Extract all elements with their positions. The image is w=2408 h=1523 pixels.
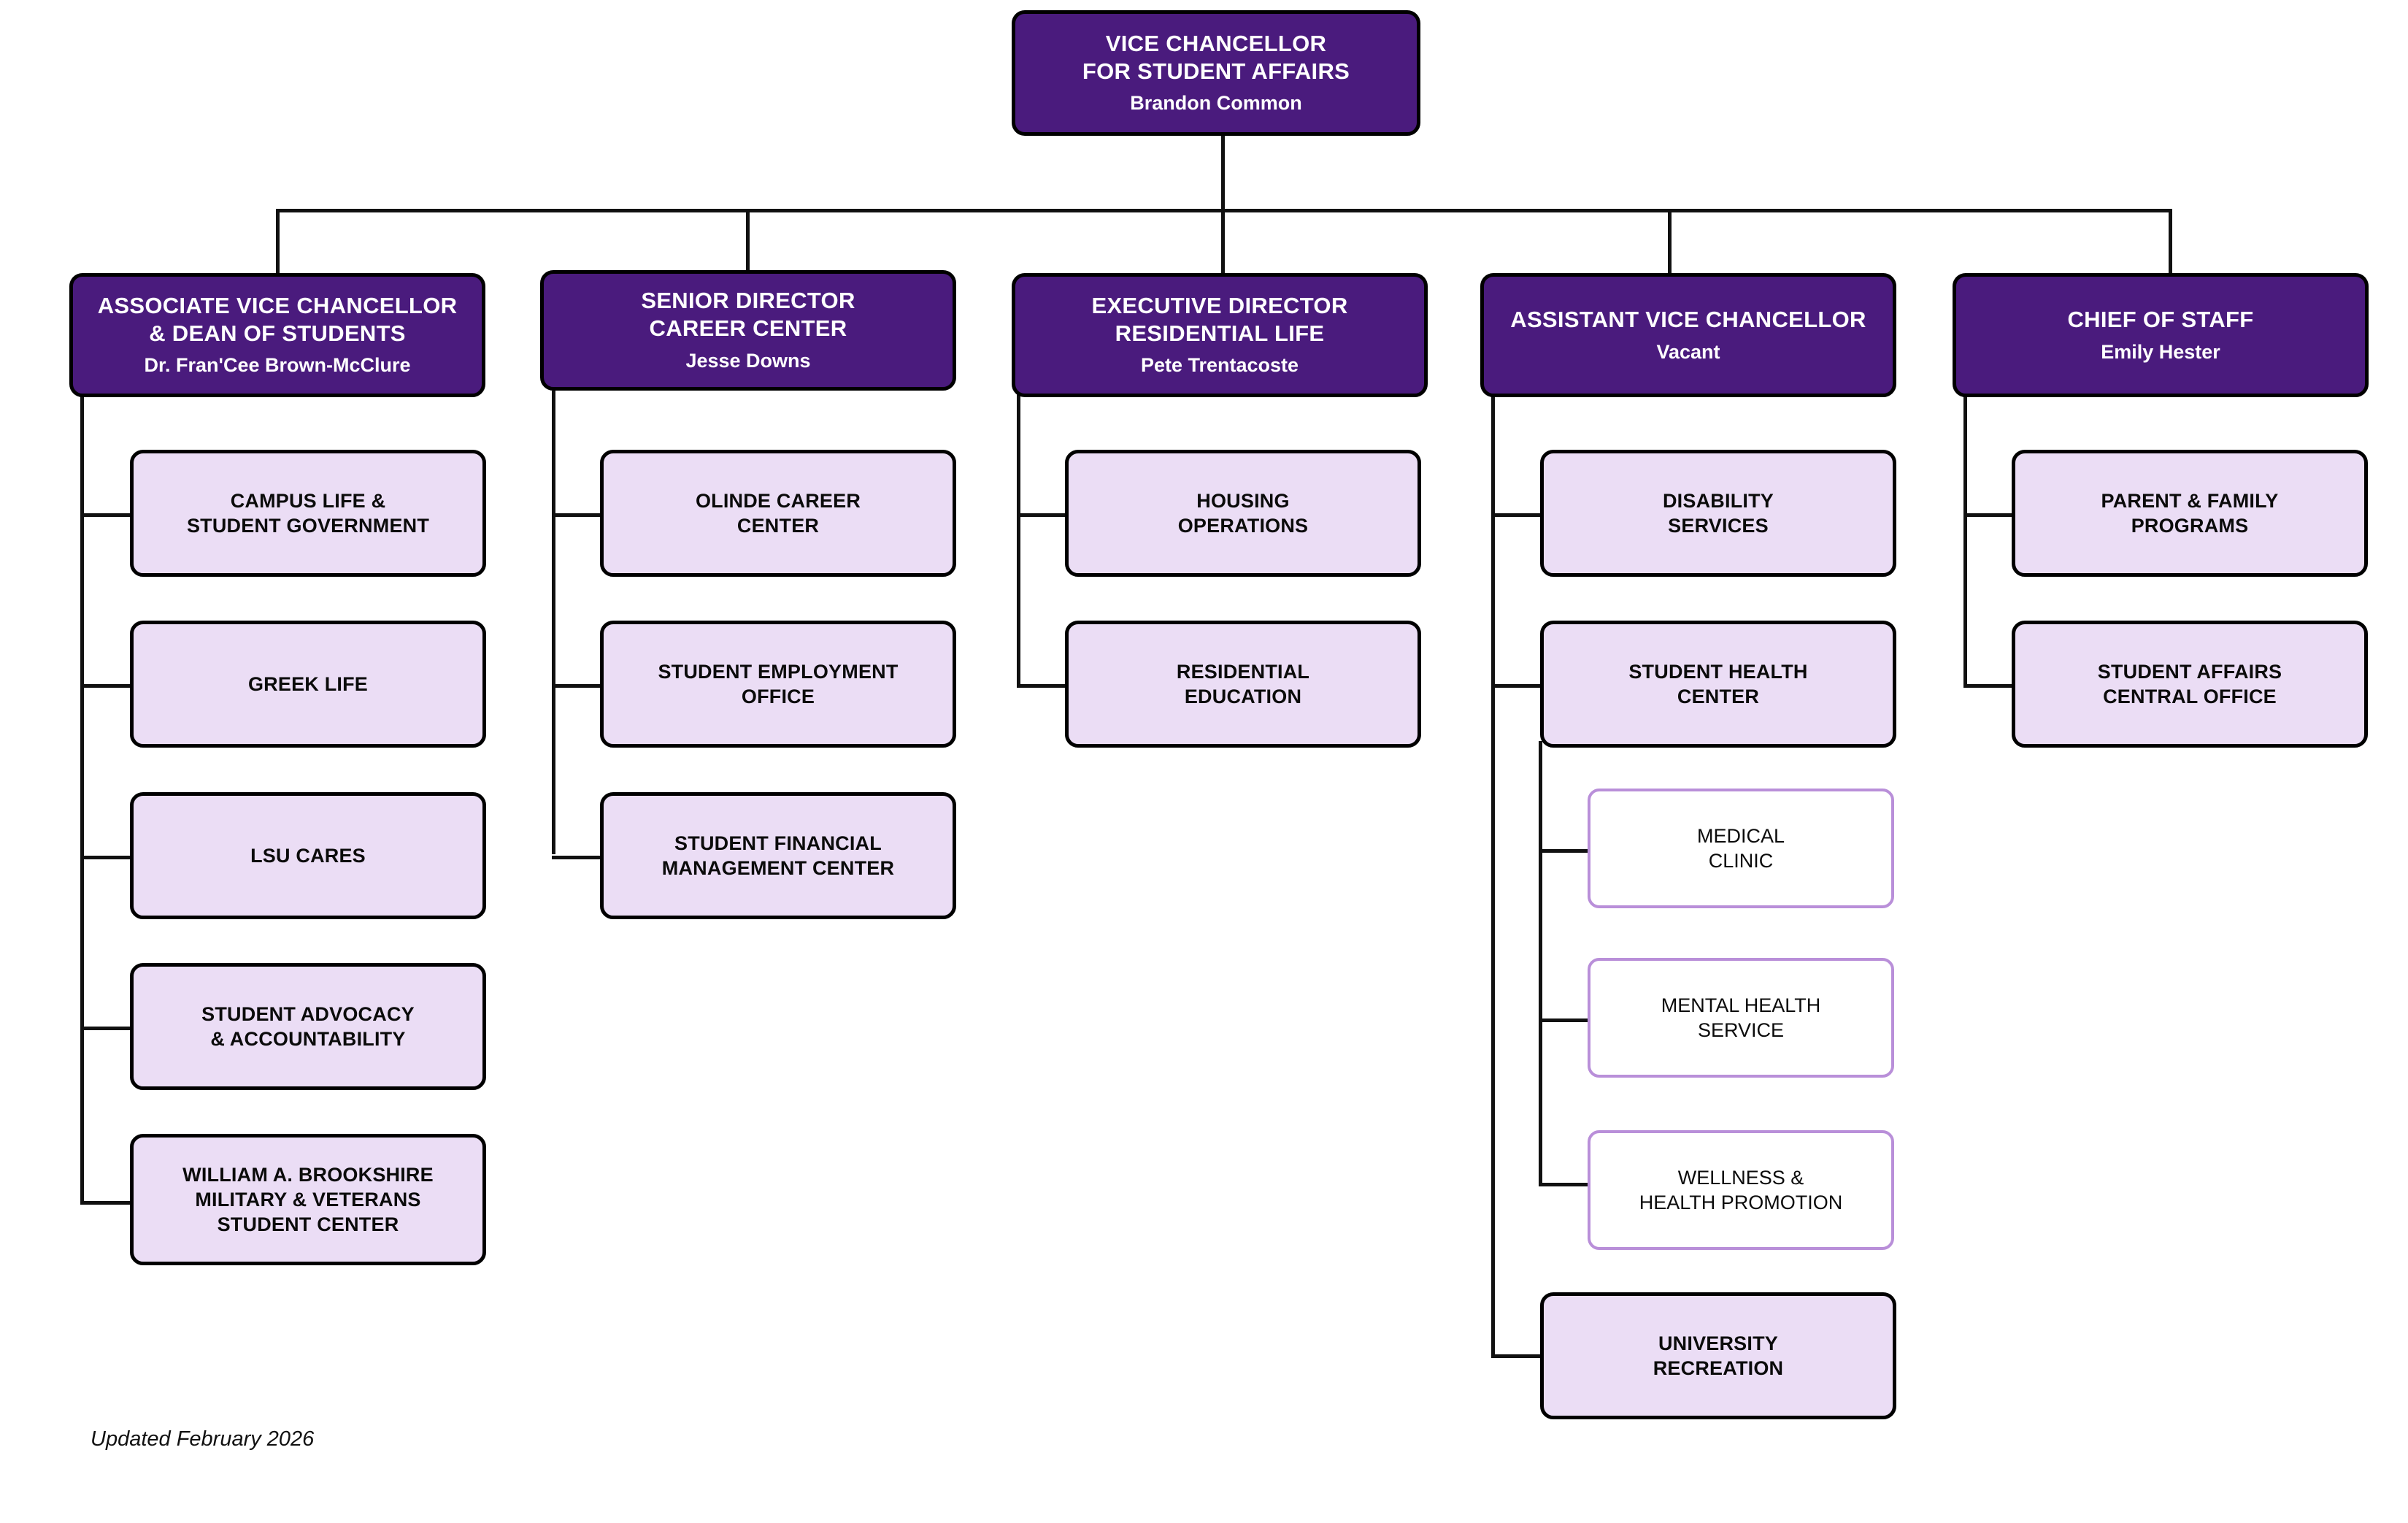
connector-root-stem (1221, 133, 1225, 212)
node-person: Dr. Fran'Cee Brown-McClure (144, 354, 411, 377)
node-title: MEDICAL CLINIC (1696, 824, 1785, 872)
node-campus-life-student-government[interactable]: CAMPUS LIFE & STUDENT GOVERNMENT (130, 450, 486, 577)
node-title: LSU CARES (250, 844, 366, 867)
connector-branch-mental-health-service (1539, 1018, 1590, 1022)
node-william-a-brookshire-military-veterans-student-center[interactable]: WILLIAM A. BROOKSHIRE MILITARY & VETERAN… (130, 1134, 486, 1265)
connector-branch-lsu-cares (80, 856, 131, 859)
connector-branch-housing-operations (1017, 513, 1068, 517)
node-assistant-vice-chancellor[interactable]: ASSISTANT VICE CHANCELLOR Vacant (1480, 273, 1896, 397)
connector-branch-residential-education (1017, 684, 1068, 688)
node-student-employment-office[interactable]: STUDENT EMPLOYMENT OFFICE (600, 621, 956, 748)
connector-branch-greek-life (80, 684, 131, 688)
connector-branch-olinde (552, 513, 603, 517)
connector-drop-assistant-vc (1668, 209, 1672, 273)
connector-branch-student-affairs-central-office (1963, 684, 2015, 688)
node-title: UNIVERSITY RECREATION (1653, 1332, 1784, 1379)
connector-branch-disability-services (1491, 513, 1542, 517)
connector-branch-student-health-center (1491, 684, 1542, 688)
node-student-health-center[interactable]: STUDENT HEALTH CENTER (1540, 621, 1896, 748)
connector-drop-career-center (746, 209, 750, 273)
node-residential-education[interactable]: RESIDENTIAL EDUCATION (1065, 621, 1421, 748)
connector-spine-chief-of-staff (1963, 394, 1967, 686)
connector-branch-wellness-health-promotion (1539, 1183, 1590, 1186)
node-title: OLINDE CAREER CENTER (695, 489, 861, 537)
node-title: DISABILITY SERVICES (1662, 489, 1774, 537)
node-title: STUDENT AFFAIRS CENTRAL OFFICE (2097, 660, 2282, 707)
node-title: EXECUTIVE DIRECTOR RESIDENTIAL LIFE (1091, 292, 1348, 346)
node-vice-chancellor-student-affairs[interactable]: VICE CHANCELLOR FOR STUDENT AFFAIRS Bran… (1012, 10, 1420, 136)
node-title: STUDENT EMPLOYMENT OFFICE (658, 660, 899, 707)
connector-spine-avc-dean (80, 394, 84, 1205)
node-title: VICE CHANCELLOR FOR STUDENT AFFAIRS (1082, 30, 1350, 84)
node-student-advocacy-accountability[interactable]: STUDENT ADVOCACY & ACCOUNTABILITY (130, 963, 486, 1090)
connector-spine-assistant-vc (1491, 394, 1495, 1358)
node-housing-operations[interactable]: HOUSING OPERATIONS (1065, 450, 1421, 577)
node-title: WILLIAM A. BROOKSHIRE MILITARY & VETERAN… (182, 1163, 434, 1235)
node-parent-family-programs[interactable]: PARENT & FAMILY PROGRAMS (2012, 450, 2368, 577)
connector-branch-student-advocacy (80, 1027, 131, 1030)
node-title: ASSISTANT VICE CHANCELLOR (1510, 306, 1866, 332)
node-title: HOUSING OPERATIONS (1177, 489, 1309, 537)
node-title: WELLNESS & HEALTH PROMOTION (1639, 1166, 1843, 1213)
connector-spine-career-center (552, 391, 555, 854)
node-title: PARENT & FAMILY PROGRAMS (2101, 489, 2279, 537)
node-title: CHIEF OF STAFF (2067, 306, 2254, 332)
connector-drop-chief-of-staff (2169, 209, 2172, 273)
node-chief-of-staff[interactable]: CHIEF OF STAFF Emily Hester (1953, 273, 2369, 397)
node-title: MENTAL HEALTH SERVICE (1661, 994, 1821, 1041)
node-person: Jesse Downs (685, 349, 811, 372)
node-title: STUDENT HEALTH CENTER (1628, 660, 1808, 707)
node-person: Pete Trentacoste (1140, 354, 1299, 377)
connector-branch-student-financial (552, 856, 603, 859)
connector-branch-campus-life (80, 513, 131, 517)
node-wellness-health-promotion[interactable]: WELLNESS & HEALTH PROMOTION (1588, 1130, 1894, 1250)
node-title: CAMPUS LIFE & STUDENT GOVERNMENT (186, 489, 430, 537)
node-title: ASSOCIATE VICE CHANCELLOR & DEAN OF STUD… (97, 292, 458, 346)
connector-drop-avc-dean (276, 209, 280, 273)
node-student-affairs-central-office[interactable]: STUDENT AFFAIRS CENTRAL OFFICE (2012, 621, 2368, 748)
node-person: Emily Hester (2101, 340, 2220, 363)
node-person: Brandon Common (1130, 92, 1302, 115)
node-mental-health-service[interactable]: MENTAL HEALTH SERVICE (1588, 958, 1894, 1078)
connector-branch-student-employment (552, 684, 603, 688)
node-title: GREEK LIFE (247, 672, 368, 695)
node-title: RESIDENTIAL EDUCATION (1176, 660, 1310, 707)
connector-spine-residential-life (1017, 394, 1020, 686)
node-senior-director-career-center[interactable]: SENIOR DIRECTOR CAREER CENTER Jesse Down… (540, 270, 956, 391)
node-title: STUDENT FINANCIAL MANAGEMENT CENTER (661, 832, 895, 879)
connector-branch-university-recreation (1491, 1354, 1542, 1358)
node-olinde-career-center[interactable]: OLINDE CAREER CENTER (600, 450, 956, 577)
node-greek-life[interactable]: GREEK LIFE (130, 621, 486, 748)
connector-branch-medical-clinic (1539, 849, 1590, 853)
node-executive-director-residential-life[interactable]: EXECUTIVE DIRECTOR RESIDENTIAL LIFE Pete… (1012, 273, 1428, 397)
node-title: STUDENT ADVOCACY & ACCOUNTABILITY (201, 1002, 415, 1050)
node-university-recreation[interactable]: UNIVERSITY RECREATION (1540, 1292, 1896, 1419)
node-associate-vice-chancellor-dean-of-students[interactable]: ASSOCIATE VICE CHANCELLOR & DEAN OF STUD… (69, 273, 485, 397)
connector-branch-brookshire (80, 1201, 131, 1205)
node-title: SENIOR DIRECTOR CAREER CENTER (641, 288, 855, 342)
node-person: Vacant (1656, 340, 1720, 363)
connector-spine-student-health-center (1539, 741, 1542, 1186)
node-lsu-cares[interactable]: LSU CARES (130, 792, 486, 919)
connector-branch-parent-family-programs (1963, 513, 2015, 517)
updated-date-note: Updated February 2026 (91, 1427, 315, 1451)
node-student-financial-management-center[interactable]: STUDENT FINANCIAL MANAGEMENT CENTER (600, 792, 956, 919)
node-medical-clinic[interactable]: MEDICAL CLINIC (1588, 789, 1894, 908)
connector-drop-residential-life (1221, 209, 1225, 273)
node-disability-services[interactable]: DISABILITY SERVICES (1540, 450, 1896, 577)
